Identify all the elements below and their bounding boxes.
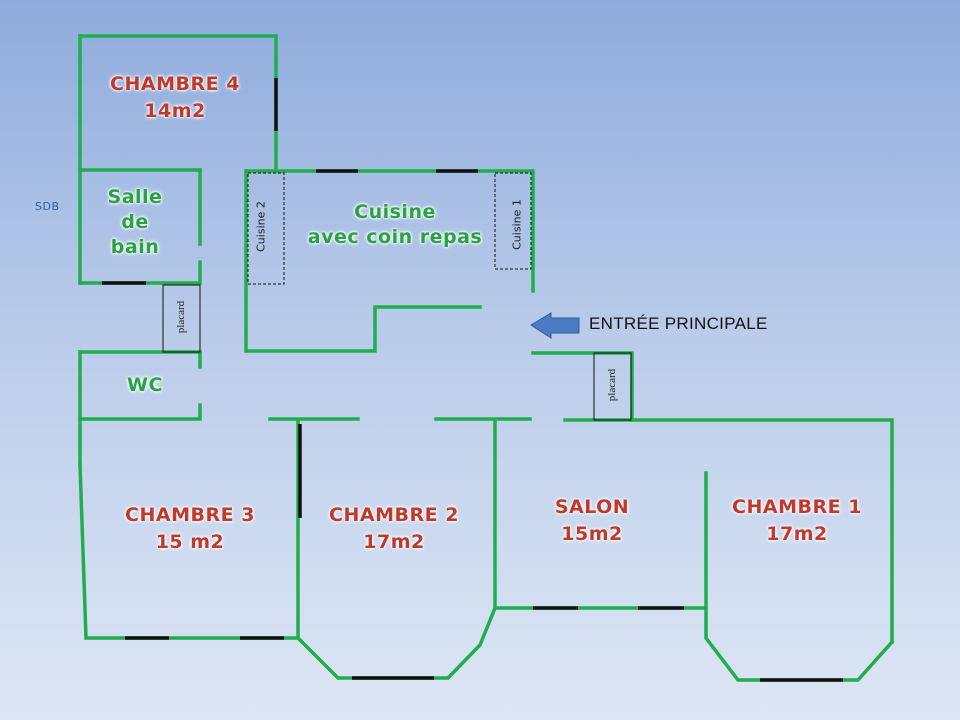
room-name-line2: avec coin repas — [307, 226, 483, 248]
wall-wc — [78, 350, 202, 369]
room-chambre4: CHAMBRE 4 14m2 — [100, 71, 250, 125]
wall-chambre3 — [78, 418, 300, 640]
wall-cuisine-left — [244, 169, 482, 353]
room-cuisine: Cuisine avec coin repas — [300, 200, 490, 250]
fixtures — [162, 172, 632, 421]
wall-wc-bottom — [78, 403, 202, 421]
room-salle-de-bain: Salle de bain — [95, 185, 175, 260]
wall-chambre1 — [704, 471, 895, 682]
wall-corridor-3 — [563, 418, 894, 644]
room-name: CHAMBRE 4 — [110, 73, 240, 95]
windows-doors — [102, 78, 843, 682]
room-salon: SALON 15m2 — [532, 494, 652, 548]
wall-sdb-bottom — [78, 260, 202, 285]
walls — [78, 34, 895, 682]
placard-box-2 — [593, 352, 632, 421]
room-area: 14m2 — [144, 100, 206, 122]
room-name: WC — [127, 374, 163, 396]
room-name-line3: bain — [110, 236, 160, 258]
room-name-line2: de — [121, 211, 149, 233]
cuisine-1-label: Cuisine 1 — [510, 199, 524, 250]
placard-box-1 — [162, 284, 201, 353]
placard-label-2: placard — [606, 368, 618, 402]
room-name-line1: Salle — [107, 186, 163, 208]
placard-label-1: placard — [175, 300, 187, 334]
entree-principale-label: ENTRÉE PRINCIPALE — [589, 314, 768, 333]
room-area: 15 m2 — [155, 531, 225, 553]
cuisine-2-label: Cuisine 2 — [254, 201, 268, 252]
room-chambre3: CHAMBRE 3 15 m2 — [110, 502, 270, 556]
cuisine-2-box — [247, 172, 285, 285]
room-area: 15m2 — [561, 523, 623, 545]
room-chambre1: CHAMBRE 1 17m2 — [717, 494, 877, 548]
room-area: 17m2 — [766, 523, 828, 545]
room-name-line1: Cuisine — [354, 201, 436, 223]
cuisine-1-box — [494, 172, 532, 270]
room-name: CHAMBRE 3 — [125, 504, 255, 526]
room-wc: WC — [115, 373, 175, 398]
entree-arrow-icon — [530, 312, 580, 339]
room-name: CHAMBRE 1 — [732, 496, 862, 518]
sdb-label: SDB — [35, 200, 60, 213]
room-area: 17m2 — [363, 531, 425, 553]
wall-entree — [531, 351, 634, 422]
room-name: CHAMBRE 2 — [329, 504, 459, 526]
room-name: SALON — [554, 496, 630, 518]
wall-chambre2 — [295, 418, 497, 680]
room-chambre2: CHAMBRE 2 17m2 — [314, 502, 474, 556]
